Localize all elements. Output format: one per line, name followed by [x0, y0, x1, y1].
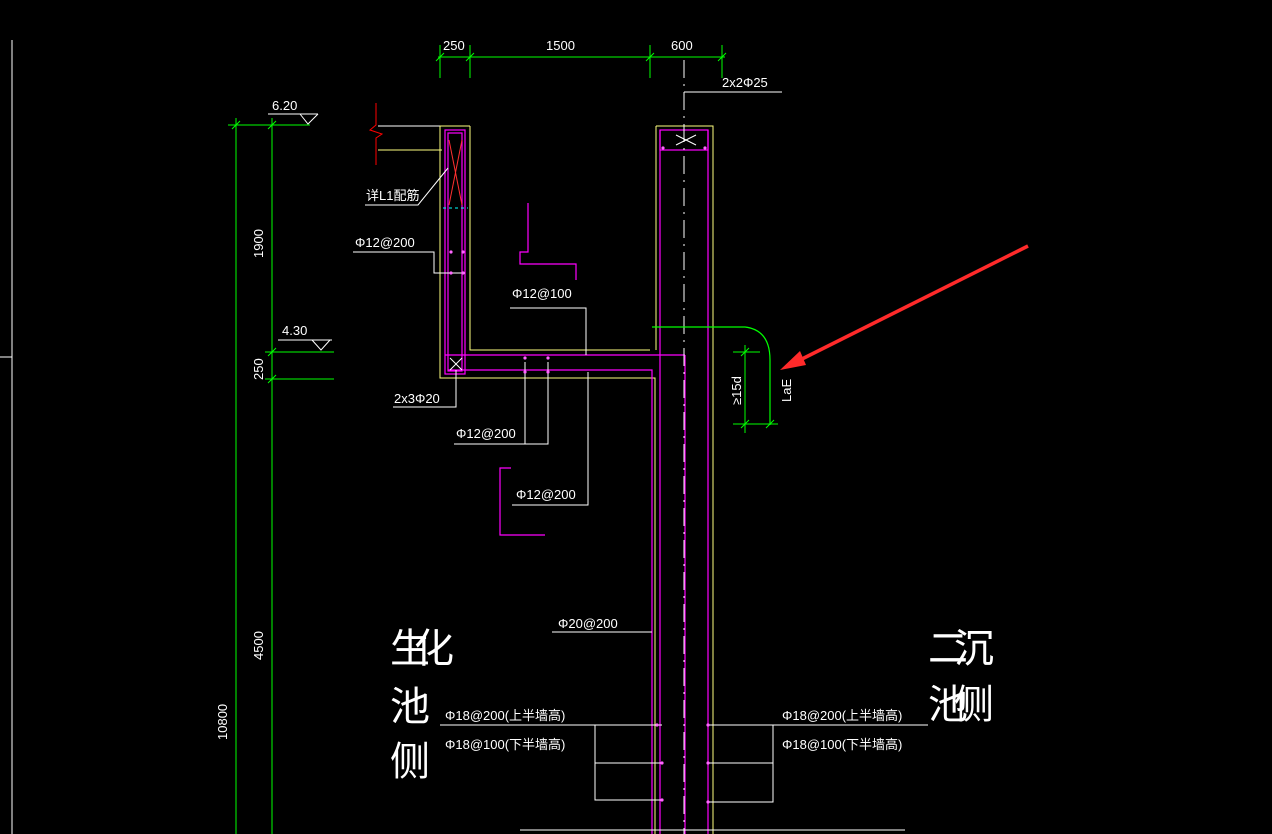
left-side-label: 生 化 池 侧 [390, 626, 454, 785]
dim-1500-top: 1500 [546, 38, 575, 53]
label-phi20-200: Φ20@200 [558, 616, 618, 631]
label-right-lower-wall: Φ18@100(下半墙高) [782, 737, 902, 752]
label-phi12-200-mid: Φ12@200 [456, 426, 516, 441]
dim-600-top: 600 [671, 38, 693, 53]
right-side-label: 二 沉 池 侧 [928, 626, 994, 728]
right-char-4: 侧 [954, 682, 994, 728]
rebar-lines [444, 129, 709, 834]
elevation-430: 4.30 [282, 323, 307, 338]
concrete-outline [439, 125, 714, 834]
elevation-marker-430 [278, 339, 332, 351]
top-dimension-chain [435, 45, 727, 78]
label-detail-l1: 详L1配筋 [366, 188, 419, 203]
label-15d: ≥15d [729, 376, 744, 405]
dim-10800: 10800 [215, 704, 230, 740]
dim-250-left: 250 [251, 358, 266, 380]
right-char-3: 池 [928, 682, 968, 728]
beam-cross-marks [448, 139, 463, 206]
elevation-marker-620 [268, 113, 319, 125]
hook-dimension [733, 345, 778, 433]
label-left-upper-wall: Φ18@200(上半墙高) [445, 708, 565, 723]
label-phi12-200-upper: Φ12@200 [355, 235, 415, 250]
corner-crosses [449, 134, 697, 371]
label-right-upper-wall: Φ18@200(上半墙高) [782, 708, 902, 723]
elevation-620: 6.20 [272, 98, 297, 113]
right-char-2: 沉 [954, 626, 994, 672]
label-left-lower-wall: Φ18@100(下半墙高) [445, 737, 565, 752]
dim-250-top: 250 [443, 38, 465, 53]
label-top-bars: 2x2Φ25 [722, 75, 768, 90]
left-char-3: 池 [390, 684, 430, 730]
right-char-1: 二 [928, 626, 968, 672]
annotation-arrow [780, 244, 1029, 370]
left-char-4: 侧 [390, 739, 430, 785]
dim-1900: 1900 [251, 229, 266, 258]
label-lae: LaE [779, 379, 794, 402]
left-char-1: 生 [390, 626, 430, 672]
rebar-dots [449, 146, 710, 804]
break-line [368, 103, 384, 165]
label-phi12-100: Φ12@100 [512, 286, 572, 301]
left-dimension-lines [228, 118, 334, 834]
label-2x3-phi20: 2x3Φ20 [394, 391, 440, 406]
anchorage-hook [652, 326, 771, 425]
label-phi12-200-low: Φ12@200 [516, 487, 576, 502]
leader-lines [353, 91, 928, 831]
dim-4500: 4500 [251, 631, 266, 660]
left-char-2: 化 [414, 626, 454, 672]
